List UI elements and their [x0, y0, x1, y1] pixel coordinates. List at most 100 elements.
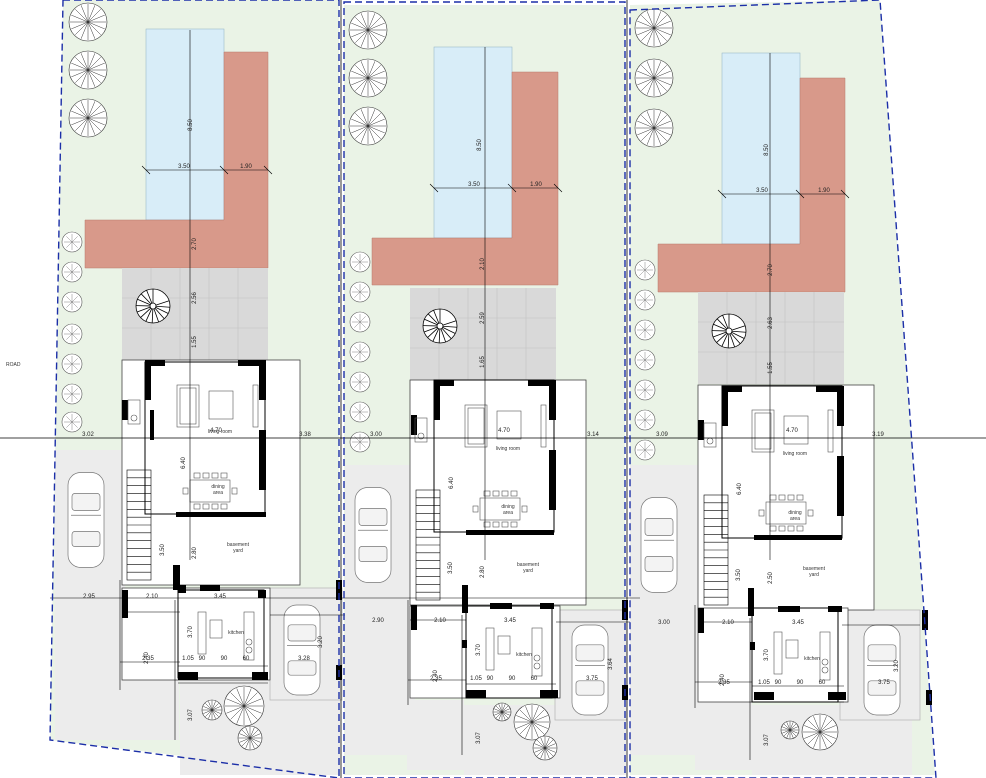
lot-1-pool [145, 28, 225, 221]
kitchen-label: kitchen [228, 630, 244, 636]
shrub-icon [349, 341, 371, 363]
yard-depth-label: 3.50 [448, 562, 454, 574]
lot-3-boundary [629, 0, 937, 778]
stair-gap-label: 1.55 [192, 336, 198, 348]
dimension-lines [119, 30, 920, 760]
patio-depth-label: 2.63 [768, 317, 774, 329]
living-room-label: living room [208, 429, 232, 435]
stair-gap-label: 1.55 [768, 362, 774, 374]
trees-group [61, 2, 839, 761]
lot-3-front-walk [695, 700, 752, 770]
living-width-label: 4.70 [786, 428, 798, 434]
stair-width-label: 2.10 [434, 618, 446, 624]
front-depth-label: 3.07 [764, 734, 770, 746]
patio-depth-label: 2.59 [480, 312, 486, 324]
road-label: ROAD [6, 362, 21, 368]
shrub-icon [61, 323, 83, 345]
pool-length-label: 8.50 [764, 144, 770, 156]
living-room-label: living room [783, 451, 807, 457]
kitchen-width-label: 3.45 [792, 620, 804, 626]
shrub-icon [349, 311, 371, 333]
shrub-icon [349, 281, 371, 303]
car-icon [67, 472, 105, 568]
kitchen-module-label: 90 [221, 656, 228, 662]
car-icon [283, 604, 321, 696]
lot-2-spiral-stair [422, 308, 458, 344]
interior-stairs-group [126, 469, 729, 606]
lot-width-right-label: 3.14 [587, 432, 599, 438]
living-room-label: living room [496, 446, 520, 452]
yard-gap-label: 2.50 [768, 572, 774, 584]
side-setback-label: 2.90 [372, 618, 384, 624]
kitchen-module-label: 1.05 [182, 656, 194, 662]
side-setback-label: 2.95 [83, 594, 95, 600]
kitchen-label: kitchen [804, 656, 820, 662]
kitchen-width-label: 3.45 [504, 618, 516, 624]
car-icon [640, 497, 678, 593]
pool-width-label: 3.50 [178, 164, 190, 170]
shrub-icon [634, 349, 656, 371]
living-width-label: 4.70 [498, 428, 510, 434]
deck-depth-label: 2.70 [192, 238, 198, 250]
living-depth-label: 6.40 [181, 457, 187, 469]
living-depth-label: 6.40 [449, 477, 455, 489]
shrub-icon [634, 409, 656, 431]
lot-width-right-label: 3.38 [299, 432, 311, 438]
lot-2-deck [371, 71, 559, 286]
lot-3-deck [657, 77, 846, 293]
yard-depth-label: 3.50 [160, 544, 166, 556]
lot-2-pool [433, 46, 513, 239]
shrub-icon [634, 439, 656, 461]
kitchen-module-label: 90 [797, 680, 804, 686]
lot-2-front-walk [407, 700, 464, 770]
kitchen-module-label: 90 [509, 676, 516, 682]
parking-width-label: 3.75 [586, 676, 598, 682]
kitchen-module-label: 90 [775, 680, 782, 686]
tree-icon [237, 725, 263, 751]
kitchen-module-label: 60 [819, 680, 826, 686]
shrub-icon [349, 401, 371, 423]
kitchen-module-label: 60 [243, 656, 250, 662]
deck-width-label: 1.90 [240, 164, 252, 170]
tree-icon [532, 735, 558, 761]
tree-icon [634, 58, 674, 98]
tree-icon [634, 8, 674, 48]
tree-icon [201, 699, 223, 721]
tree-icon [348, 106, 388, 146]
tree-icon [634, 108, 674, 148]
shrub-icon [349, 251, 371, 273]
lot-1-spiral-stair [135, 288, 171, 324]
shrub-icon [634, 259, 656, 281]
lot-2-house [409, 379, 587, 699]
side-setback-label: 3.00 [658, 620, 670, 626]
shrub-icon [61, 291, 83, 313]
tree-icon [492, 702, 512, 722]
kitchen-module-label: 1.05 [758, 680, 770, 686]
tree-icon [513, 703, 551, 741]
stair-width-label: 2.10 [146, 594, 158, 600]
lot-3-pool [721, 52, 801, 245]
shrub-icon [61, 353, 83, 375]
kitchen-module-label: 90 [199, 656, 206, 662]
shrub-icon [61, 231, 83, 253]
yard-gap-label: 2.80 [480, 566, 486, 578]
shrub-icon [634, 379, 656, 401]
front-depth-label: 3.07 [188, 709, 194, 721]
pool-length-label: 8.50 [188, 119, 194, 131]
front-width-label: 2.35 [718, 680, 730, 686]
tree-icon [348, 58, 388, 98]
lot-1-front-walk [122, 680, 179, 740]
front-width-label: 2.35 [430, 676, 442, 682]
stair-width-label: 2.10 [722, 620, 734, 626]
front-depth-label: 3.07 [476, 732, 482, 744]
tree-icon [348, 10, 388, 50]
shrub-icon [349, 371, 371, 393]
car-icon [863, 624, 901, 716]
entry-depth-label: 2.40 [144, 652, 150, 664]
